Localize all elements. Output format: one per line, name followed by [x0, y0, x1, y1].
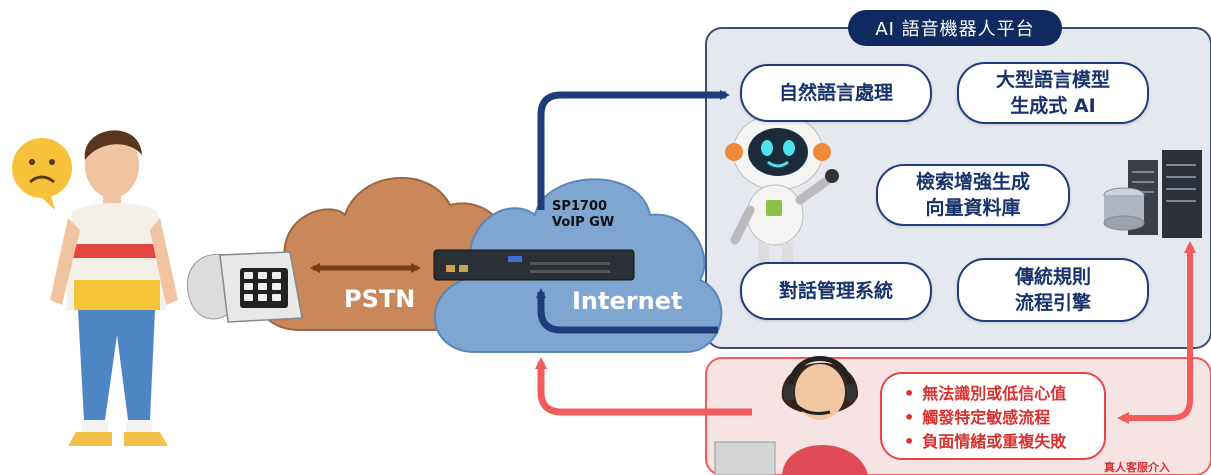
gateway-label: SP1700 VoIP GW [552, 199, 614, 231]
escalation-triggers: 無法識別或低信心值 觸發特定敏感流程 負面情緒或重複失敗 [880, 372, 1106, 460]
rules-label-2: 流程引擎 [1014, 292, 1091, 314]
downlink-arrow [536, 288, 718, 334]
trigger-item: 無法識別或低信心值 [904, 382, 1104, 406]
trigger-item: 負面情緒或重複失敗 [904, 430, 1104, 454]
internet-label: Internet [572, 287, 683, 315]
human-agent-icon [714, 356, 868, 475]
pstn-label: PSTN [344, 285, 416, 313]
escalation-arrow [1117, 250, 1193, 424]
customer-person-icon [50, 130, 178, 446]
rag-label-2: 向量資料庫 [925, 197, 1021, 219]
nlp-module: 自然語言處理 [740, 64, 932, 122]
escalation-return-arrow [535, 357, 752, 416]
worried-emoji-icon [12, 138, 72, 210]
rules-module: 傳統規則 流程引擎 [957, 258, 1149, 322]
llm-label-1: 大型語言模型 [995, 69, 1110, 91]
uplink-arrow [537, 90, 730, 210]
human-agent-label: 真人客服介入 [1104, 461, 1170, 474]
desk-phone-icon [186, 251, 303, 323]
dialog-label: 對話管理系統 [778, 280, 893, 302]
rag-module: 檢索增強生成 向量資料庫 [876, 164, 1070, 226]
llm-module: 大型語言模型 生成式 AI [957, 62, 1149, 124]
platform-title: AI 語音機器人平台 [848, 10, 1062, 46]
nlp-label: 自然語言處理 [778, 82, 893, 104]
rules-label-1: 傳統規則 [1014, 266, 1091, 288]
trigger-item: 觸發特定敏感流程 [904, 406, 1104, 430]
server-icon [1103, 150, 1202, 238]
dialog-module: 對話管理系統 [740, 262, 932, 320]
gateway-type: VoIP GW [552, 215, 615, 230]
rag-label-1: 檢索增強生成 [915, 171, 1030, 193]
llm-label-2: 生成式 AI [1010, 95, 1096, 117]
gateway-model: SP1700 [552, 199, 608, 214]
voip-gateway-device [433, 249, 635, 281]
